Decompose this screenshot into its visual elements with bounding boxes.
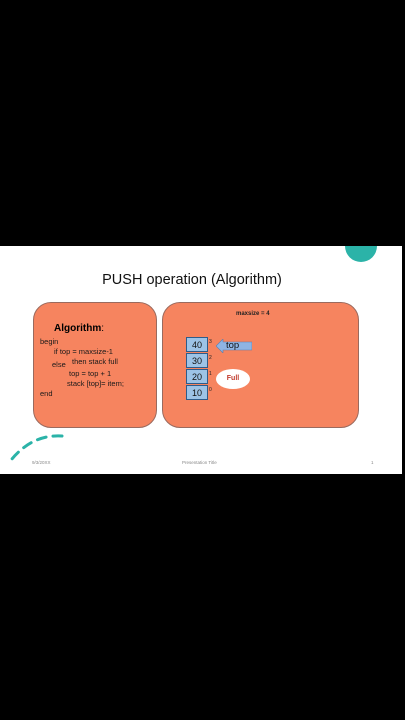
code-line: stack [top]= item;	[67, 379, 124, 388]
stack-cell: 30	[186, 353, 208, 368]
algorithm-panel: Algorithm: begin if top = maxsize-1 then…	[33, 302, 157, 428]
footer-page-number: 1	[371, 460, 374, 465]
decorative-circle	[345, 246, 377, 262]
stack-index: 2	[209, 355, 212, 361]
stack: 40 30 20 10	[186, 337, 208, 401]
stack-index: 3	[209, 339, 212, 345]
left-arrow-icon	[216, 339, 252, 353]
stack-cell: 40	[186, 337, 208, 352]
maxsize-label: maxsize = 4	[236, 311, 270, 317]
code-line: top = top + 1	[69, 369, 112, 378]
algorithm-heading: Algorithm:	[54, 323, 104, 334]
slide: PUSH operation (Algorithm) Algorithm: be…	[0, 246, 405, 474]
top-pointer-label: top	[226, 340, 240, 351]
footer-title: Presentation Title	[182, 460, 217, 465]
stack-panel: maxsize = 4 40 30 20 10 3 2 1 0 top Full	[162, 302, 359, 428]
code-line: end	[40, 389, 53, 398]
code-line: if top = maxsize-1	[54, 347, 113, 356]
slide-title: PUSH operation (Algorithm)	[102, 272, 282, 288]
stack-cell: 10	[186, 385, 208, 400]
stack-cell: 20	[186, 369, 208, 384]
full-badge: Full	[216, 369, 250, 389]
code-line: begin	[40, 337, 59, 346]
footer-date: 9/3/20XX	[32, 460, 51, 465]
stack-index: 0	[209, 387, 212, 393]
code-line: then stack full	[72, 357, 118, 366]
code-line: else	[52, 360, 66, 369]
decorative-dashed-arc	[6, 434, 64, 466]
stack-index: 1	[209, 371, 212, 377]
